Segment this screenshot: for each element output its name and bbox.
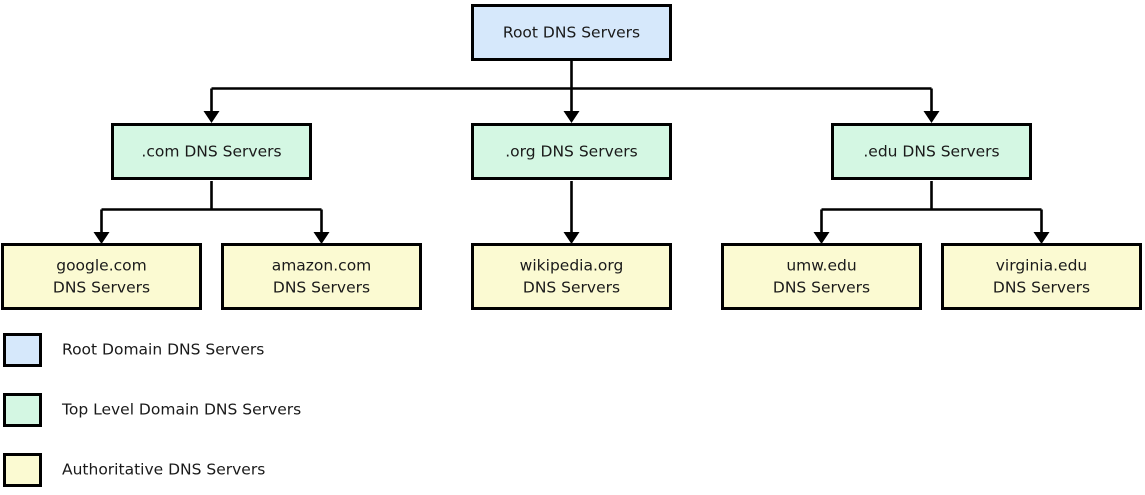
legend-item-authoritative: Authoritative DNS Servers bbox=[3, 453, 265, 487]
legend: Root Domain DNS Servers Top Level Domain… bbox=[3, 333, 301, 487]
node-umw-label-line2: DNS Servers bbox=[773, 279, 870, 297]
node-wikipedia-box[interactable] bbox=[471, 243, 672, 310]
node-root-box[interactable] bbox=[471, 4, 672, 61]
node-wikipedia[interactable]: wikipedia.org DNS Servers bbox=[471, 243, 672, 310]
node-org-box[interactable] bbox=[471, 123, 672, 180]
node-umw-label-line1: umw.edu bbox=[786, 257, 856, 275]
arrow-head-virginia bbox=[1033, 232, 1050, 244]
node-wikipedia-label-line1: wikipedia.org bbox=[520, 257, 624, 275]
edge-group-edu-to-children bbox=[813, 181, 1050, 244]
node-virginia[interactable]: virginia.edu DNS Servers bbox=[941, 243, 1142, 310]
node-org-label: .org DNS Servers bbox=[505, 143, 637, 161]
legend-label-tld: Top Level Domain DNS Servers bbox=[61, 401, 301, 419]
legend-item-root: Root Domain DNS Servers bbox=[3, 333, 264, 367]
arrow-head-google bbox=[93, 232, 110, 244]
node-google-box[interactable] bbox=[1, 243, 202, 310]
node-edu-label: .edu DNS Servers bbox=[863, 143, 999, 161]
node-umw[interactable]: umw.edu DNS Servers bbox=[721, 243, 922, 310]
legend-label-root: Root Domain DNS Servers bbox=[62, 341, 264, 359]
node-amazon-label-line1: amazon.com bbox=[272, 257, 372, 275]
node-edu-box[interactable] bbox=[831, 123, 1032, 180]
node-google-label-line2: DNS Servers bbox=[53, 279, 150, 297]
node-amazon-label-line2: DNS Servers bbox=[273, 279, 370, 297]
arrow-head-amazon bbox=[313, 232, 330, 244]
edge-group-org-to-children bbox=[563, 181, 580, 244]
node-virginia-label-line2: DNS Servers bbox=[993, 279, 1090, 297]
node-google[interactable]: google.com DNS Servers bbox=[1, 243, 202, 310]
node-umw-box[interactable] bbox=[721, 243, 922, 310]
legend-swatch-tld bbox=[3, 393, 42, 427]
node-root-label: Root DNS Servers bbox=[503, 24, 640, 42]
node-root[interactable]: Root DNS Servers bbox=[471, 4, 672, 61]
legend-swatch-authoritative bbox=[3, 453, 42, 487]
node-amazon-box[interactable] bbox=[221, 243, 422, 310]
node-edu[interactable]: .edu DNS Servers bbox=[831, 123, 1032, 180]
arrow-head-wikipedia bbox=[563, 232, 580, 244]
node-google-label-line1: google.com bbox=[56, 257, 147, 275]
legend-swatch-root bbox=[3, 333, 42, 367]
node-virginia-label-line1: virginia.edu bbox=[996, 257, 1087, 275]
arrow-head-edu bbox=[923, 111, 940, 123]
legend-item-tld: Top Level Domain DNS Servers bbox=[3, 393, 301, 427]
node-com-label: .com DNS Servers bbox=[141, 143, 281, 161]
arrow-head-com bbox=[203, 111, 220, 123]
arrow-head-org bbox=[563, 111, 580, 123]
node-com[interactable]: .com DNS Servers bbox=[111, 123, 312, 180]
node-amazon[interactable]: amazon.com DNS Servers bbox=[221, 243, 422, 310]
node-com-box[interactable] bbox=[111, 123, 312, 180]
edge-group-root-to-tld bbox=[203, 60, 940, 123]
node-wikipedia-label-line2: DNS Servers bbox=[523, 279, 620, 297]
legend-label-authoritative: Authoritative DNS Servers bbox=[62, 461, 265, 479]
arrow-head-umw bbox=[813, 232, 830, 244]
edge-group-com-to-children bbox=[93, 181, 330, 244]
node-org[interactable]: .org DNS Servers bbox=[471, 123, 672, 180]
node-virginia-box[interactable] bbox=[941, 243, 1142, 310]
